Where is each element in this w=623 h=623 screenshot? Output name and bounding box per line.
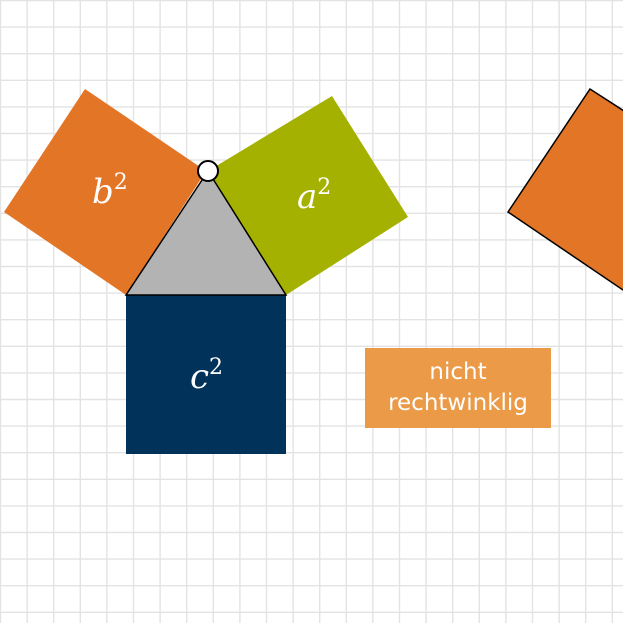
vertex-handle[interactable] <box>197 160 219 182</box>
square-b-label: b2 <box>92 170 128 212</box>
status-line-2: rechtwinklig <box>388 390 528 416</box>
status-box: nicht rechtwinklig <box>365 348 551 428</box>
status-line-1: nicht <box>429 359 487 385</box>
square-a-label: a2 <box>297 175 331 217</box>
square-partial-right <box>506 87 623 291</box>
square-c-label: c2 <box>190 355 223 397</box>
square-c <box>126 295 286 454</box>
square-a <box>208 96 408 295</box>
triangle <box>124 169 288 296</box>
square-b <box>4 89 206 295</box>
